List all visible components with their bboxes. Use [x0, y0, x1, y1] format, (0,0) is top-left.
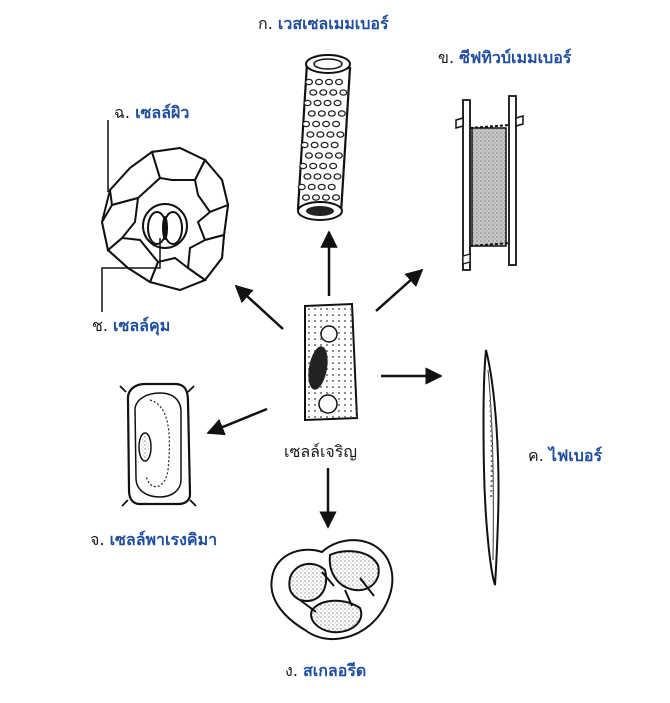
vessel-pit — [334, 78, 344, 86]
vessel-pit — [314, 152, 323, 159]
parenchyma-drawing — [119, 382, 197, 507]
label-vessel-member: ก. เวสเซลเมมเบอร์ — [258, 14, 389, 33]
vessel-pit — [299, 162, 308, 170]
epidermis-drawing — [100, 120, 230, 312]
vessel-pit — [309, 162, 318, 170]
vessel-pit — [303, 99, 312, 107]
vessel-pit — [304, 152, 313, 159]
label-guard-cell: ช. เซลล์คุม — [92, 316, 171, 335]
vessel-pit — [307, 110, 316, 117]
vessel-pit — [327, 183, 336, 191]
vessel-pit — [297, 183, 306, 191]
vessel-pit — [319, 89, 328, 96]
vessel-pit — [333, 173, 342, 180]
label-fiber: ค. ไฟเบอร์ — [528, 446, 603, 465]
vessel-pit — [302, 120, 311, 128]
vessel-pit — [326, 131, 335, 138]
vessel-pit — [324, 152, 333, 159]
vessel-pit — [321, 194, 331, 201]
label-epidermis: ฉ. เซลล์ผิว — [114, 103, 190, 122]
vessel-pit — [320, 141, 329, 149]
label-sieve-tube-member: ข. ซีฟทิวบ์เมมเบอร์ — [438, 48, 572, 67]
vessel-pit — [329, 89, 338, 96]
vessel-pit — [314, 78, 324, 86]
label-meristem-cell: เซลล์เจริญ — [284, 442, 358, 461]
arrow-to-sieve — [375, 268, 424, 312]
vessel-pit — [334, 152, 343, 159]
vessel-pit — [339, 89, 348, 96]
arrows — [206, 230, 443, 529]
meristem-cell — [304, 302, 359, 422]
vessel-pit — [300, 141, 309, 149]
vessel-pit — [311, 194, 321, 201]
vessel-pit — [322, 120, 331, 128]
vessel-pit — [323, 99, 332, 107]
label-parenchyma: จ. เซลล์พาเรงคิมา — [90, 530, 218, 549]
vessel-pit — [313, 99, 322, 107]
vessel-pit — [331, 194, 341, 201]
vessel-pit — [313, 173, 322, 180]
sieve-tube-member-drawing — [455, 95, 524, 271]
vessel-pit — [317, 110, 326, 117]
vessel-pit — [312, 120, 321, 128]
vessel-pit — [306, 131, 315, 138]
arrow-to-parenchyma — [206, 407, 268, 436]
vessel-pit — [307, 183, 316, 191]
vessel-pit — [333, 99, 342, 107]
vessel-pit — [316, 131, 325, 138]
vessel-pit — [301, 194, 311, 201]
vessel-pit — [310, 141, 319, 149]
vessel-pit — [303, 173, 312, 180]
vessel-pit — [330, 141, 339, 149]
vessel-pit — [323, 173, 332, 180]
sclereid-drawing — [270, 539, 394, 641]
vessel-pit — [332, 120, 341, 128]
vessel-pit — [324, 78, 334, 86]
vessel-pit — [317, 183, 326, 191]
vessel-pit — [304, 78, 314, 86]
vessel-pit — [309, 89, 318, 96]
vessel-pit — [329, 162, 338, 170]
vessel-pit — [327, 110, 336, 117]
vessel-pit — [319, 162, 328, 170]
label-sclereid: ง. สเกลอรีด — [285, 661, 367, 680]
arrow-to-epidermis — [234, 284, 284, 330]
vessel-pit — [336, 131, 345, 138]
fiber-drawing — [482, 349, 500, 586]
vessel-member-drawing — [296, 54, 352, 221]
vessel-pit — [337, 110, 346, 117]
